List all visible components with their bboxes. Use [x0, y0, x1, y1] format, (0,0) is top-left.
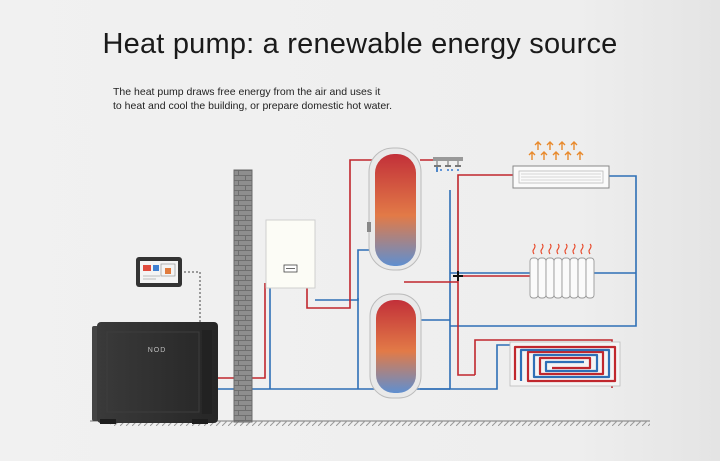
description-line-1: The heat pump draws free energy from the… — [113, 86, 381, 98]
page-description: The heat pump draws free energy from the… — [113, 85, 453, 113]
hot-water-tank — [367, 147, 422, 271]
buffer-tank — [369, 293, 422, 399]
indoor-unit — [265, 219, 316, 289]
description-line-2: to heat and cool the building, or prepar… — [113, 100, 393, 112]
page-title: Heat pump: a renewable energy source — [102, 28, 618, 60]
radiator-icon — [529, 243, 595, 299]
shower-tap-icon — [433, 157, 463, 172]
heat-pump-brand: NOD — [148, 347, 167, 354]
pipe-junction — [453, 271, 463, 281]
control-cable — [180, 271, 201, 322]
house-wall — [233, 169, 253, 423]
touch-panel-icon — [136, 257, 182, 287]
fan-coil-icon — [512, 141, 610, 189]
heat-pump-unit: NOD — [92, 322, 218, 424]
floor-heating-icon — [509, 341, 621, 387]
